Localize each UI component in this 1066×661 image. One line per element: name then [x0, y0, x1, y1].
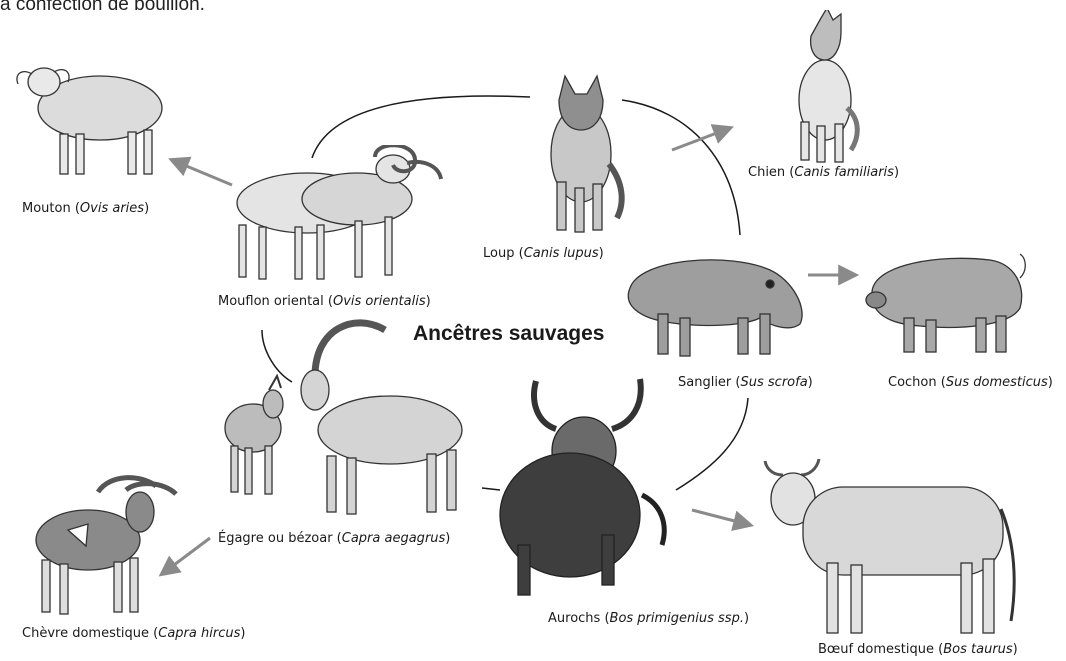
loup-illustration	[535, 72, 630, 237]
aurochs-illustration	[482, 375, 682, 603]
cochon-illustration	[860, 248, 1030, 356]
arrow-to-boeuf	[692, 510, 750, 525]
label-mouton: Mouton (Ovis aries)	[22, 201, 149, 217]
diagram-title: Ancêtres sauvages	[413, 322, 604, 346]
arrow-to-chien	[672, 128, 730, 150]
label-cochon: Cochon (Sus domesticus)	[888, 375, 1053, 391]
label-loup: Loup (Canis lupus)	[483, 246, 604, 262]
sanglier-illustration	[620, 248, 815, 360]
label-egagre: Égagre ou bézoar (Capra aegagrus)	[218, 531, 450, 547]
label-chien: Chien (Canis familiaris)	[748, 165, 899, 181]
mouton-illustration	[10, 60, 170, 180]
label-mouflon: Mouflon oriental (Ovis orientalis)	[218, 294, 431, 310]
label-aurochs: Aurochs (Bos primigenius ssp.)	[548, 611, 749, 627]
chien-illustration	[775, 10, 875, 165]
label-chevre: Chèvre domestique (Capra hircus)	[22, 626, 245, 642]
label-boeuf: Bœuf domestique (Bos taurus)	[818, 642, 1018, 658]
label-sanglier: Sanglier (Sus scrofa)	[678, 375, 813, 391]
link-sanglier-aurochs	[676, 398, 748, 490]
boeuf-illustration	[755, 453, 1030, 641]
mouflon-illustration	[225, 145, 450, 285]
egagre-illustration	[215, 318, 475, 528]
link-loup-sanglier	[622, 100, 740, 235]
chevre-illustration	[28, 460, 178, 618]
arrow-to-mouton	[172, 160, 232, 185]
